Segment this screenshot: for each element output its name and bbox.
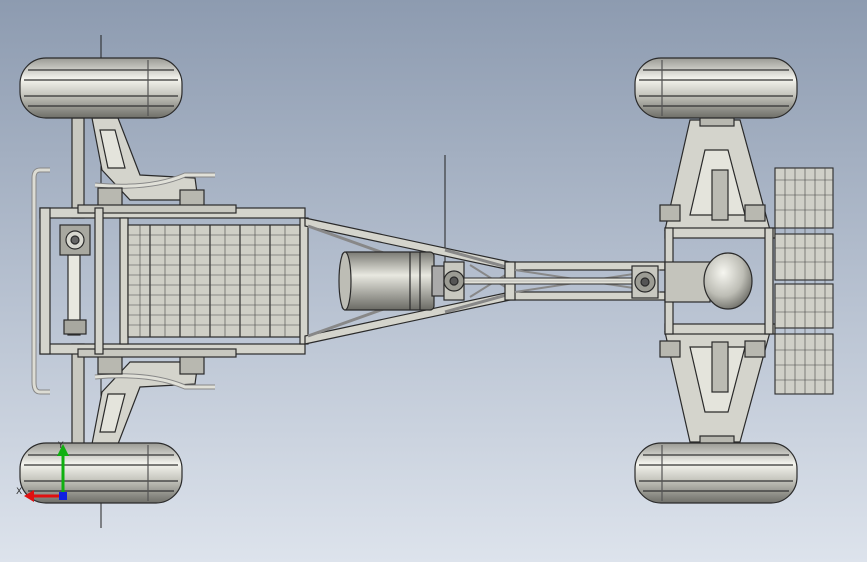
z-axis-marker — [59, 492, 67, 500]
wheel-rear-right — [634, 442, 798, 504]
front-battery-pack — [127, 224, 301, 338]
front-suspension — [31, 117, 215, 445]
driveshaft — [463, 277, 635, 285]
wheel-front-right — [19, 442, 183, 504]
x-axis-label: X — [16, 487, 22, 497]
y-axis-label: Y — [57, 441, 64, 451]
coupling-front — [443, 261, 465, 301]
coupling-rear — [631, 265, 659, 299]
wheel-front-left — [19, 57, 183, 119]
wheel-rear-left — [634, 57, 798, 119]
rear-battery-pack — [774, 167, 834, 395]
rear-differential — [664, 252, 753, 310]
coordinate-triad: Y X — [16, 441, 69, 502]
electric-motor — [338, 251, 445, 311]
